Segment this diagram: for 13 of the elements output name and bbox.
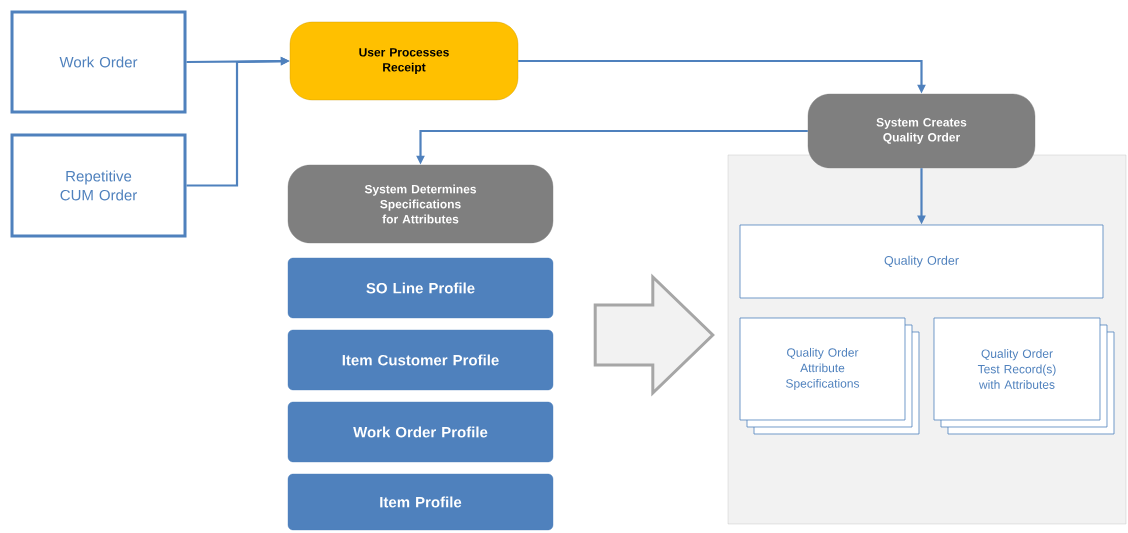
process-pill: System Creates Quality Order	[807, 93, 1036, 169]
order-box: Repetitive CUM Order	[10, 133, 187, 238]
profile-box: Work Order Profile	[287, 401, 554, 463]
process-pill: System Determines Specifications for Attributes	[287, 164, 554, 244]
profile-box: Item Customer Profile	[287, 329, 554, 391]
process-pill: User Processes Receipt	[289, 21, 519, 101]
profile-box: SO Line Profile	[287, 257, 554, 319]
profile-box: Item Profile	[287, 473, 554, 531]
stacked-card: Quality Order Test Record(s) with Attributes	[933, 317, 1115, 435]
order-box: Work Order	[10, 10, 187, 114]
stacked-card: Quality Order Attribute Specifications	[739, 317, 920, 435]
record-box: Quality Order	[739, 224, 1104, 299]
block-arrow	[593, 273, 715, 397]
